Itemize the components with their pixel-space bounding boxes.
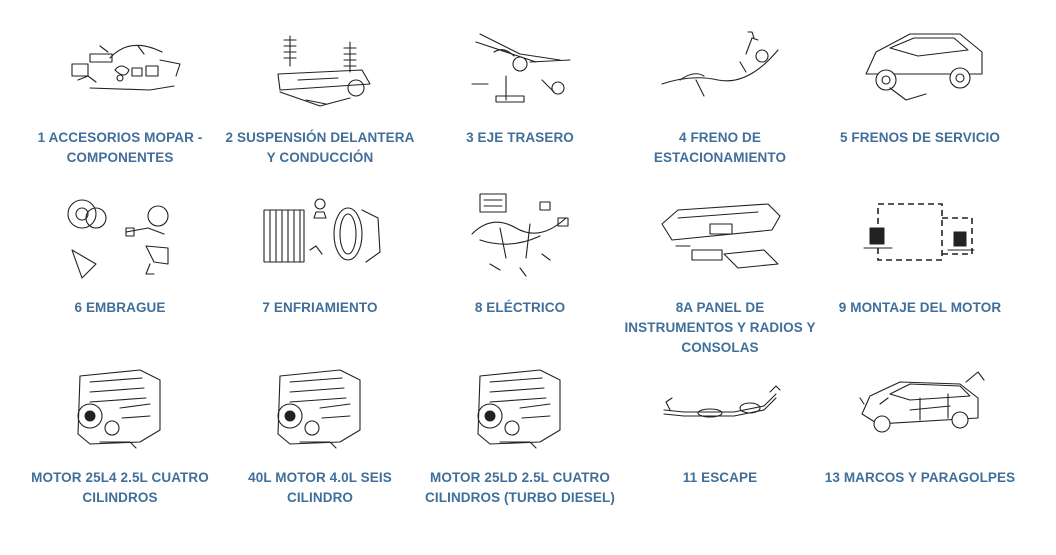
category-label: MOTOR 25L4 2.5L CUATRO CILINDROS [31, 470, 209, 505]
engine-icon [50, 358, 190, 458]
category-card-cooling[interactable]: 7 ENFRIAMIENTO [220, 188, 420, 318]
category-label: 8 ELÉCTRICO [474, 300, 566, 315]
category-card-front-suspension[interactable]: 2 SUSPENSIÓN DELANTERA Y CONDUCCIÓN [220, 18, 420, 168]
category-label: 40L MOTOR 4.0L SEIS CILINDRO [248, 470, 392, 505]
category-card-engine-40l[interactable]: 40L MOTOR 4.0L SEIS CILINDRO [220, 358, 420, 508]
category-label: 2 SUSPENSIÓN DELANTERA Y CONDUCCIÓN [225, 130, 415, 165]
category-card-engine-25ld[interactable]: MOTOR 25LD 2.5L CUATRO CILINDROS (TURBO … [420, 358, 620, 508]
engine-icon [250, 358, 390, 458]
category-label: 6 EMBRAGUE [74, 300, 166, 315]
instrument-panel-icon [650, 188, 790, 288]
category-card-frame-bumpers[interactable]: 13 MARCOS Y PARAGOLPES [820, 358, 1020, 488]
category-label: 8A PANEL DE INSTRUMENTOS Y RADIOS Y CONS… [624, 300, 816, 355]
clutch-icon [50, 188, 190, 288]
category-label: 1 ACCESORIOS MOPAR - COMPONENTES [37, 130, 203, 165]
engine-icon [450, 358, 590, 458]
category-card-service-brakes[interactable]: 5 FRENOS DE SERVICIO [820, 18, 1020, 148]
accessories-components-icon [50, 18, 190, 118]
service-brakes-icon [850, 18, 990, 118]
category-label: 5 FRENOS DE SERVICIO [839, 130, 1001, 145]
category-label: 7 ENFRIAMIENTO [262, 300, 378, 315]
engine-mount-icon [850, 188, 990, 288]
category-card-parking-brake[interactable]: 4 FRENO DE ESTACIONAMIENTO [620, 18, 820, 168]
category-card-clutch[interactable]: 6 EMBRAGUE [20, 188, 220, 318]
category-label: 11 ESCAPE [682, 470, 758, 485]
category-label: 13 MARCOS Y PARAGOLPES [824, 470, 1016, 485]
exhaust-icon [650, 358, 790, 458]
category-label: MOTOR 25LD 2.5L CUATRO CILINDROS (TURBO … [425, 470, 615, 505]
category-card-accessories[interactable]: 1 ACCESORIOS MOPAR - COMPONENTES [20, 18, 220, 168]
front-suspension-icon [250, 18, 390, 118]
category-label: 3 EJE TRASERO [466, 130, 574, 145]
parking-brake-icon [650, 18, 790, 118]
rear-axle-icon [450, 18, 590, 118]
category-card-electrical[interactable]: 8 ELÉCTRICO [420, 188, 620, 318]
frame-bumpers-icon [850, 358, 990, 458]
category-card-rear-axle[interactable]: 3 EJE TRASERO [420, 18, 620, 148]
category-card-instrument-panel[interactable]: 8A PANEL DE INSTRUMENTOS Y RADIOS Y CONS… [620, 188, 820, 358]
cooling-icon [250, 188, 390, 288]
electrical-icon [450, 188, 590, 288]
category-card-exhaust[interactable]: 11 ESCAPE [620, 358, 820, 488]
category-card-engine-25l4[interactable]: MOTOR 25L4 2.5L CUATRO CILINDROS [20, 358, 220, 508]
category-label: 4 FRENO DE ESTACIONAMIENTO [653, 130, 787, 165]
category-card-engine-mount[interactable]: 9 MONTAJE DEL MOTOR [820, 188, 1020, 318]
category-label: 9 MONTAJE DEL MOTOR [838, 300, 1002, 315]
